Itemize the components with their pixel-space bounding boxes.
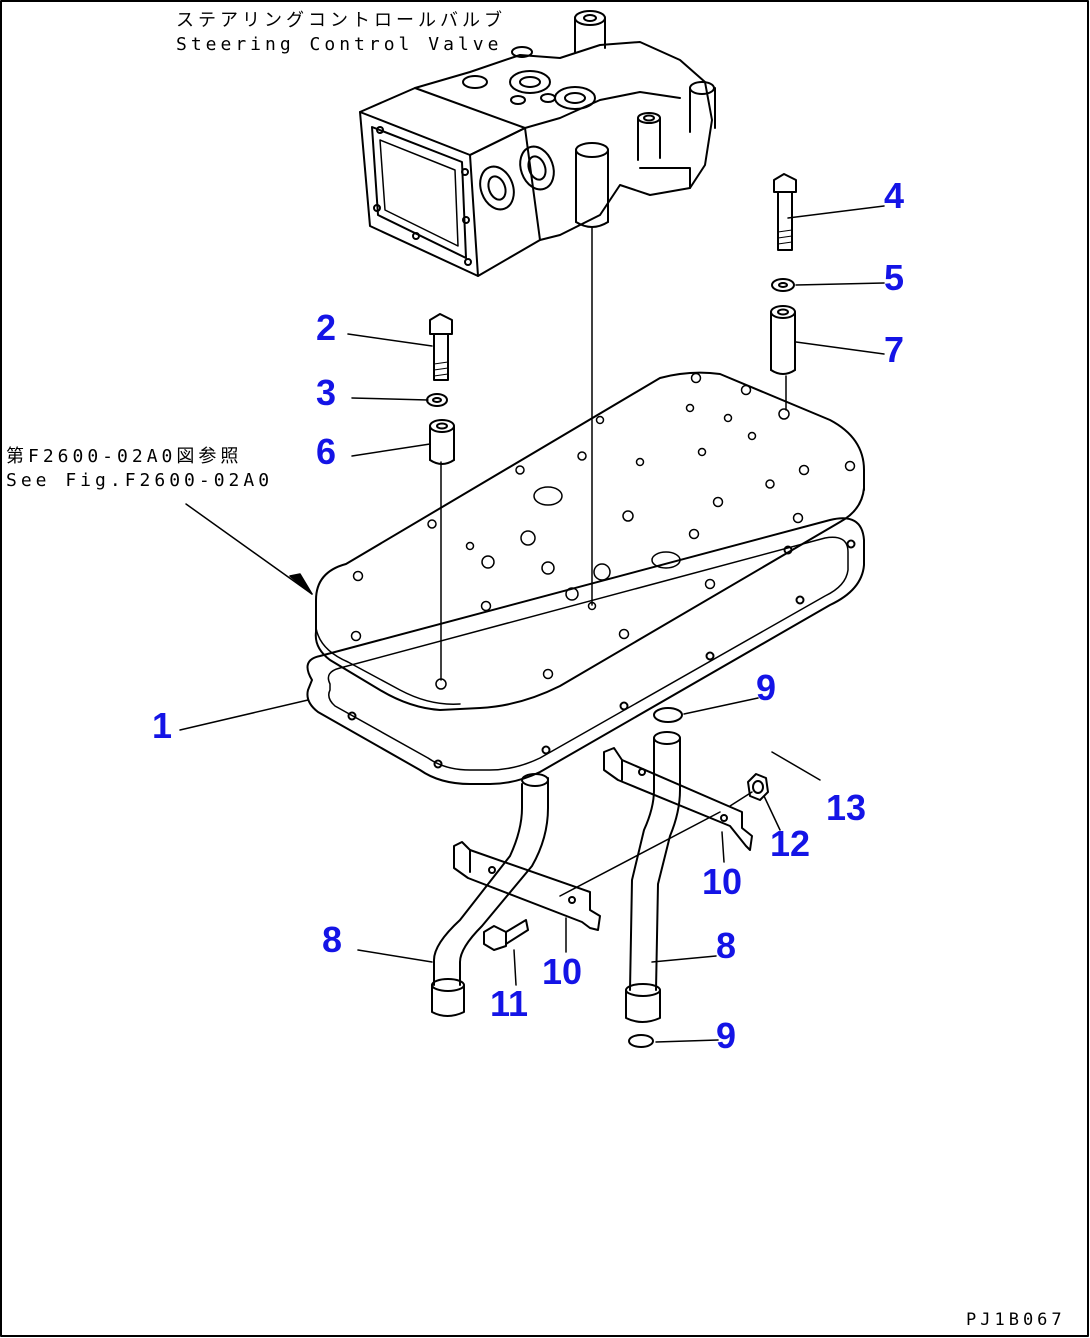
valve-plate (314, 371, 865, 711)
callout-4: 4 (884, 175, 905, 216)
callout-12: 12 (770, 823, 811, 864)
part-3-washer (426, 393, 448, 407)
part-5-washer (771, 278, 795, 292)
callout-9-upper: 9 (756, 667, 777, 708)
part-6-sleeve (429, 419, 455, 465)
part-7-sleeve (770, 305, 796, 375)
callout-6: 6 (316, 431, 337, 472)
reference-caption-english: See Fig.F2600-02A0 (6, 470, 274, 491)
steering-control-valve (359, 10, 716, 277)
callout-3: 3 (316, 372, 337, 413)
valve-caption-japanese: ステアリングコントロールバルブ (176, 10, 506, 31)
part-10-clamp-left (453, 841, 601, 931)
callout-8-left: 8 (322, 919, 343, 960)
callout-8-right: 8 (716, 925, 737, 966)
callout-5: 5 (884, 257, 905, 298)
valve-caption-english: Steering Control Valve (176, 34, 503, 55)
callout-1: 1 (152, 705, 173, 746)
part-1-gasket (306, 517, 865, 785)
part-11-bolt (483, 919, 529, 951)
drawing-number: PJ1B067 (966, 1310, 1066, 1330)
part-12-nut (747, 773, 769, 801)
reference-caption-japanese: 第F2600-02A0図参照 (6, 446, 243, 467)
part-10-clamp-right (603, 747, 753, 851)
part-9-o-ring-upper (653, 707, 683, 723)
part-9-o-ring-lower (628, 1034, 654, 1048)
callout-10-left: 10 (542, 951, 583, 992)
part-2-bolt (429, 313, 453, 381)
part-8-tube-left (431, 773, 549, 1017)
part-4-bolt (773, 173, 797, 251)
leader-lines (179, 205, 885, 1043)
callout-11: 11 (490, 983, 529, 1024)
callout-2: 2 (316, 307, 337, 348)
callout-7: 7 (884, 329, 905, 370)
part-8-tube-right (625, 731, 681, 1023)
callout-10-right: 10 (702, 861, 743, 902)
callout-9-lower: 9 (716, 1015, 737, 1056)
callout-13: 13 (826, 787, 867, 828)
